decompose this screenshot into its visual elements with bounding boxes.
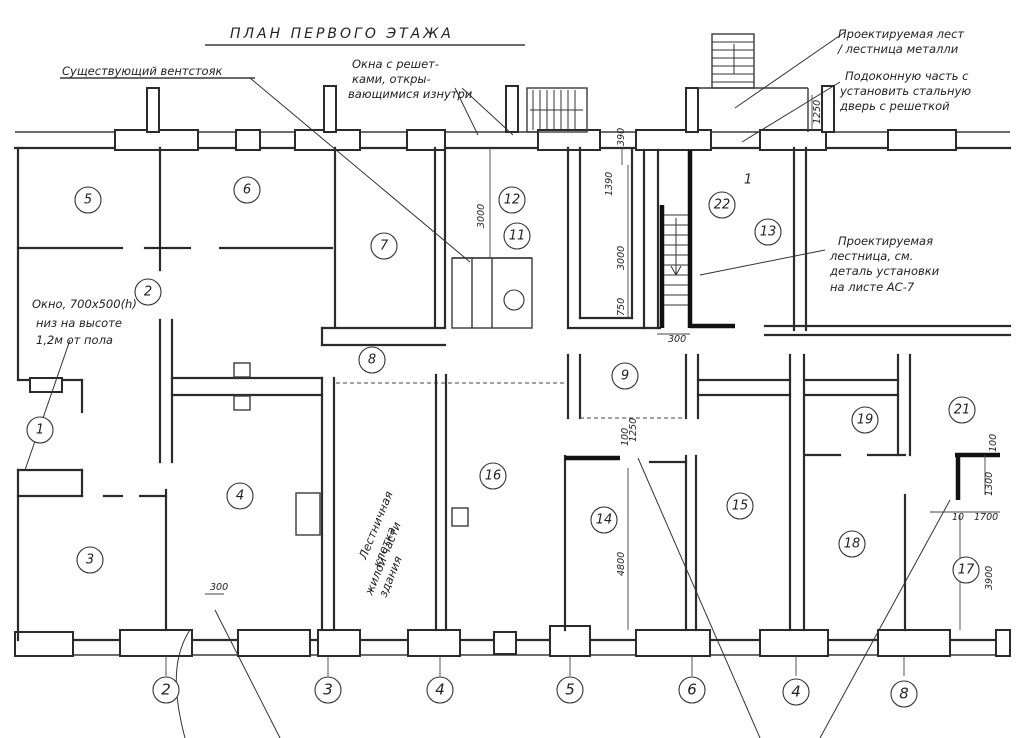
note-proj-stair-mid-3: деталь установки	[829, 264, 940, 278]
room-5: 5	[84, 193, 92, 208]
dim-3000-a: 3000	[476, 204, 487, 228]
room-1: 1	[36, 423, 44, 438]
dim-1300: 1300	[984, 472, 995, 496]
room-11: 11	[509, 229, 526, 244]
dimension-lines	[205, 95, 1000, 630]
dim-300-a: 300	[668, 334, 686, 345]
room-14: 14	[596, 513, 613, 528]
note-window-left-1: Окно, 700x500(h)	[32, 297, 137, 311]
note-proj-stair-mid-2: лестница, см.	[829, 249, 913, 263]
room-2: 2	[144, 285, 152, 300]
room-21: 21	[954, 403, 971, 418]
room-22: 22	[714, 198, 731, 213]
note-windows-3: вающимися изнутри	[348, 87, 473, 101]
note-window-left-2: низ на высоте	[36, 316, 122, 330]
note-proj-stair-mid-4: на листе АС-7	[830, 280, 915, 294]
annotations: Существующий вентстояк Окна с решет- кам…	[32, 27, 971, 599]
room-8: 8	[368, 353, 376, 368]
dim-3000-b: 3000	[616, 246, 627, 270]
room-9: 9	[621, 369, 629, 384]
dim-3900: 3900	[984, 566, 995, 590]
note-sill-2: установить стальную	[839, 84, 971, 98]
bottom-wall	[13, 625, 1012, 657]
dim-300-b: 300	[210, 582, 228, 593]
note-windows-1: Окна с решет-	[352, 57, 439, 71]
note-sill-3: дверь с решеткой	[839, 99, 950, 113]
room-6: 6	[243, 183, 251, 198]
room-3: 3	[86, 553, 94, 568]
room-circles	[26, 176, 980, 584]
note-windows-2: ками, откры-	[352, 72, 431, 86]
axis-4: 4	[435, 681, 445, 699]
dim-10: 10	[952, 512, 964, 523]
dim-100-a: 100	[620, 428, 631, 446]
axis-2: 2	[161, 681, 171, 699]
room-numbers: 5 6 7 12 11 2 8 9 1 4 16 14 15 18 19 21 …	[36, 173, 975, 578]
axis-markers: 2 3 4 5 6 4 8	[152, 656, 918, 708]
dim-1250-b: 1250	[812, 100, 823, 124]
room-7: 7	[380, 239, 389, 254]
dim-1390: 1390	[604, 172, 615, 196]
dim-100-b: 100	[988, 434, 999, 452]
dimension-texts: 3000 390 1390 3000 750 300 100 1250 4800…	[210, 100, 999, 593]
room-17: 17	[958, 563, 975, 578]
note-proj-stair-top-2: / лестница металли	[837, 42, 959, 56]
note-proj-stair-mid-1: Проектируемая	[838, 234, 933, 248]
room-13-mark: 1	[744, 173, 752, 188]
note-vent: Существующий вентстояк	[62, 64, 223, 78]
metal-stair-top	[526, 33, 809, 133]
room-18: 18	[844, 537, 861, 552]
dim-4800: 4800	[616, 552, 627, 576]
room-19: 19	[857, 413, 874, 428]
room-4: 4	[236, 489, 244, 504]
dim-1250-a: 1250	[628, 418, 639, 442]
axis-7: 4	[791, 683, 801, 701]
room-16: 16	[485, 469, 502, 484]
room-15: 15	[732, 499, 749, 514]
note-window-left-3: 1,2м от пола	[36, 333, 113, 347]
axis-3: 3	[323, 681, 333, 699]
leader-lines	[24, 31, 951, 738]
note-sill-1: Подоконную часть с	[845, 69, 969, 83]
dim-390: 390	[616, 128, 627, 146]
dim-750: 750	[616, 298, 627, 316]
top-wall	[13, 85, 1012, 151]
axis-5: 5	[565, 681, 575, 699]
dim-1700: 1700	[974, 512, 998, 523]
interior-walls	[16, 146, 1012, 642]
room-12: 12	[504, 193, 521, 208]
note-proj-stair-top-1: Проектируемая лест	[838, 27, 964, 41]
plan-title: ПЛАН ПЕРВОГО ЭТАЖА	[230, 26, 454, 42]
axis-6: 6	[687, 681, 697, 699]
room-13: 13	[760, 225, 777, 240]
axis-8: 8	[899, 685, 909, 703]
stair-22	[664, 214, 688, 306]
